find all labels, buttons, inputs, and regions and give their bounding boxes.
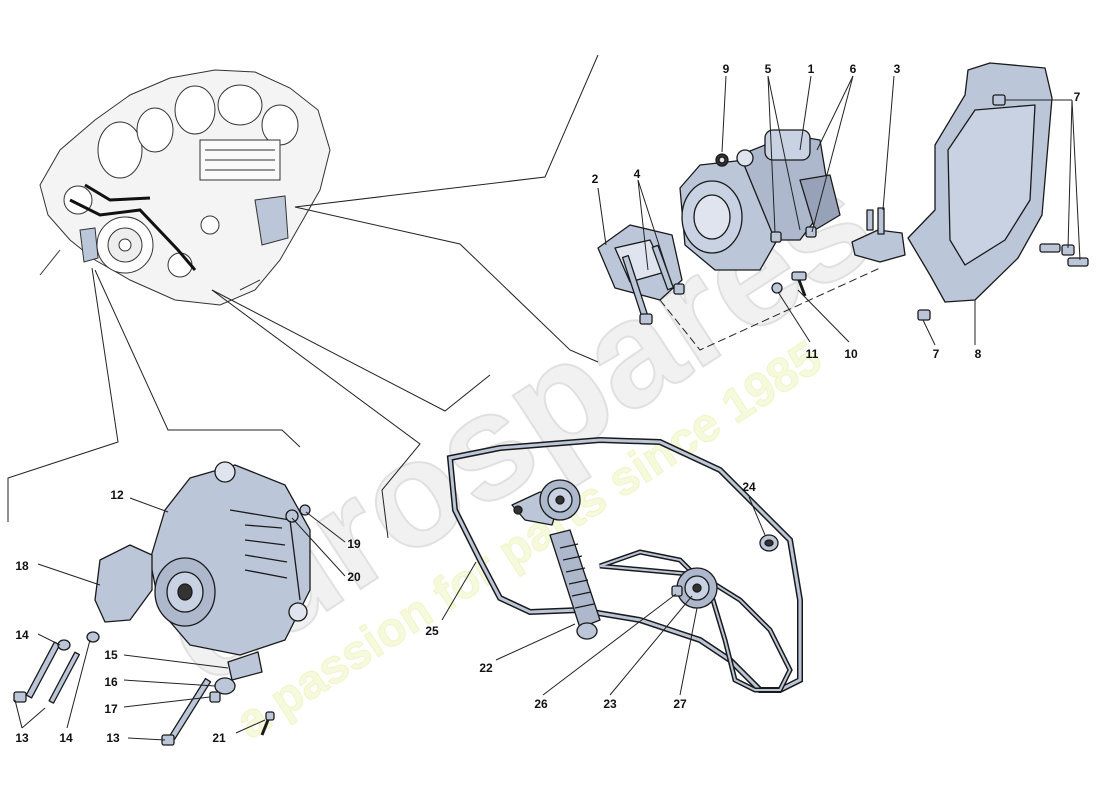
callout-labels: 1 2 3 4 5 6 7 7 8 9 10 11 12 13 13 14 14… [15, 62, 1080, 745]
callout-11: 11 [806, 347, 819, 361]
callout-27: 27 [673, 697, 687, 711]
alternator-fasteners [13, 504, 311, 746]
callout-21: 21 [212, 731, 226, 745]
callout-7-bottom: 7 [933, 347, 940, 361]
callout-23: 23 [603, 697, 617, 711]
callout-3: 3 [894, 62, 901, 76]
callout-24: 24 [742, 480, 756, 494]
heat-shield [907, 62, 1089, 321]
callout-13-left: 13 [15, 731, 29, 745]
starter-bolts [621, 153, 817, 325]
accessory-belt [599, 549, 793, 693]
belt-tensioner [511, 479, 601, 640]
callout-12: 12 [110, 488, 124, 502]
callout-14-bottom: 14 [59, 731, 73, 745]
mount-bracket [851, 207, 906, 263]
callout-19: 19 [347, 537, 361, 551]
callout-25: 25 [425, 624, 439, 638]
callout-5: 5 [765, 62, 772, 76]
callout-4: 4 [634, 167, 641, 181]
idler-pulley [671, 567, 718, 609]
callout-9: 9 [723, 62, 730, 76]
callout-14-top: 14 [15, 628, 29, 642]
callout-22: 22 [479, 661, 493, 675]
callout-8: 8 [975, 347, 982, 361]
callout-26: 26 [534, 697, 548, 711]
callout-leaders [14, 75, 1081, 741]
callout-16: 16 [104, 675, 118, 689]
callout-13-right: 13 [106, 731, 120, 745]
engine-leader-lines [7, 54, 599, 539]
callout-2: 2 [592, 172, 599, 186]
callout-15: 15 [104, 648, 118, 662]
callout-18: 18 [15, 559, 29, 573]
callout-1: 1 [808, 62, 815, 76]
callout-10: 10 [844, 347, 858, 361]
callout-20: 20 [347, 570, 361, 584]
starter-motor [679, 129, 841, 271]
alternator [149, 461, 311, 656]
engine-assembly [39, 69, 331, 306]
pulley-cap [759, 534, 779, 552]
callout-7-top: 7 [1074, 90, 1081, 104]
alternator-bracket [94, 544, 153, 623]
callout-17: 17 [104, 702, 118, 716]
callout-6: 6 [850, 62, 857, 76]
